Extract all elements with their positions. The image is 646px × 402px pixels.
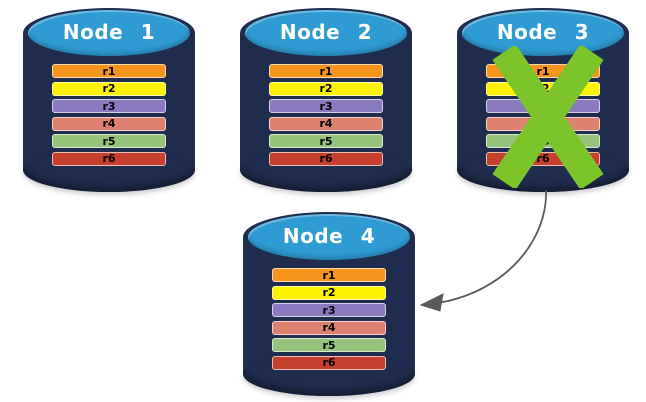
cylinder-lid (248, 214, 410, 260)
row-label: r4 (102, 117, 116, 130)
row-label: r1 (319, 64, 333, 78)
row-label: r2 (102, 82, 116, 95)
row-r6: r6 (269, 151, 383, 166)
row-r1: r1 (272, 268, 386, 282)
row-label: r3 (102, 99, 116, 113)
row-r5: r5 (52, 134, 166, 148)
row-label: r5 (322, 338, 336, 352)
cylinder-lid (462, 10, 624, 56)
row-label: r4 (319, 117, 333, 130)
row-label: r5 (319, 134, 333, 148)
row-r3: r3 (269, 99, 383, 113)
row-r1: r1 (269, 64, 383, 78)
row-r3: r3 (52, 99, 166, 113)
row-r2: r2 (52, 81, 166, 96)
row-r4: r4 (52, 116, 166, 131)
row-r5: r5 (272, 338, 386, 352)
replica-rows: r1 r2 r3 r4 r5 r6 (269, 64, 383, 166)
node-title: Node 2 (279, 20, 373, 44)
cylinder-lid (28, 10, 190, 56)
row-label: r1 (536, 64, 550, 78)
row-r3: r3 (272, 303, 386, 317)
row-label: r1 (322, 268, 336, 282)
row-r6: r6 (272, 355, 386, 370)
row-label: r5 (102, 134, 116, 148)
cylinder-lid (245, 10, 407, 56)
row-label: r2 (319, 82, 333, 95)
replica-rows: r1 r2 r3 r4 r5 r6 (52, 64, 166, 166)
x-mark-icon (492, 46, 604, 188)
row-label: r6 (319, 152, 333, 165)
row-label: r1 (102, 64, 116, 78)
row-r4: r4 (269, 116, 383, 131)
row-label: r6 (536, 152, 550, 165)
row-r6: r6 (52, 151, 166, 166)
row-r2: r2 (272, 285, 386, 300)
row-r4: r4 (272, 320, 386, 335)
row-r2: r2 (269, 81, 383, 96)
row-r1: r1 (52, 64, 166, 78)
node-3: Node 3 r1 r2 r3 r4 r5 r6 (457, 8, 629, 192)
node-2: Node 2 r1 r2 r3 r4 r5 r6 (240, 8, 412, 192)
node-title: Node 1 (62, 20, 156, 44)
row-label: r4 (322, 321, 336, 334)
row-label: r2 (322, 286, 336, 299)
replica-rows: r1 r2 r3 r4 r5 r6 (272, 268, 386, 370)
row-r5: r5 (269, 134, 383, 148)
row-label: r3 (322, 303, 336, 317)
row-label: r6 (102, 152, 116, 165)
row-label: r3 (319, 99, 333, 113)
node-title: Node 3 (496, 20, 590, 44)
node-title: Node 4 (282, 224, 376, 248)
row-label: r6 (322, 356, 336, 369)
node-4: Node 4 r1 r2 r3 r4 r5 r6 (243, 212, 415, 396)
node-1: Node 1 r1 r2 r3 r4 r5 r6 (23, 8, 195, 192)
